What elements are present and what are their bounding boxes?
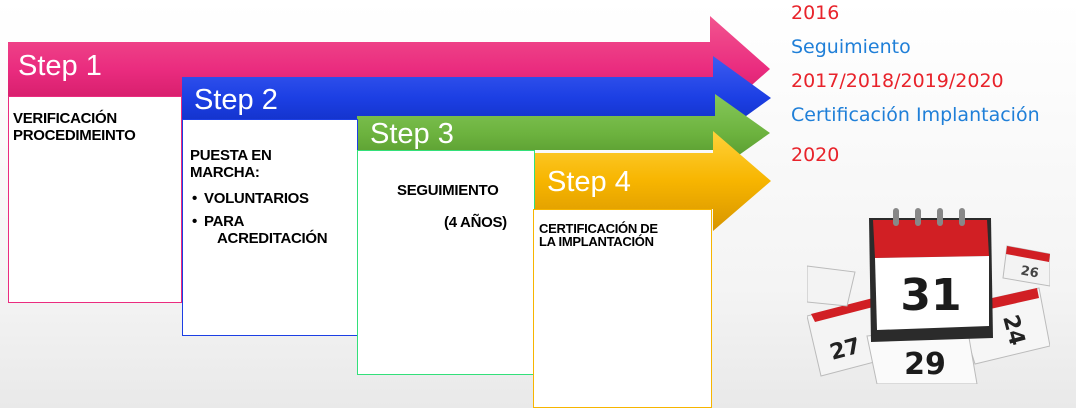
step-2-label: Step 2	[194, 84, 278, 116]
timeline-item: Seguimiento	[791, 36, 911, 58]
step-2-box: PUESTA EN MARCHA: VOLUNTARIOS PARA ACRED…	[182, 119, 358, 336]
step-3-label: Step 3	[370, 118, 454, 150]
step-2-line-1: PUESTA EN	[190, 147, 272, 164]
calendar-icon: 31 29 27 24 26	[807, 208, 1050, 384]
step-4-arrow	[533, 131, 771, 231]
step-1-line-2: PROCEDIMEINTO	[13, 127, 136, 144]
calendar-main-day: 31	[900, 270, 961, 321]
step-2-bullet-2-continuation: ACREDITACIÓN	[217, 230, 328, 247]
step-4-box: CERTIFICACIÓN DE LA IMPLANTACIÓN	[533, 209, 712, 408]
timeline-item: 2017/2018/2019/2020	[791, 70, 1004, 92]
step-4-label: Step 4	[547, 166, 631, 198]
calendar-day: 26	[1019, 264, 1039, 282]
calendar-day: 29	[904, 347, 946, 382]
step-3-box: SEGUIMIENTO (4 AÑOS)	[357, 150, 535, 375]
timeline-item: 2020	[791, 144, 840, 166]
step-2-bullet-2: PARA	[192, 213, 245, 230]
step-2-line-2: MARCHA:	[190, 164, 260, 181]
step-3-line-1: SEGUIMIENTO	[397, 182, 499, 199]
timeline-item: 2016	[791, 2, 840, 24]
step-4-line-2: LA IMPLANTACIÓN	[539, 234, 654, 249]
step-1-box: VERIFICACIÓN PROCEDIMEINTO	[8, 96, 182, 303]
step-1-line-1: VERIFICACIÓN	[13, 110, 117, 127]
step-1-label: Step 1	[18, 50, 102, 82]
step-3-arrow	[357, 94, 770, 172]
step-3-line-2: (4 AÑOS)	[444, 214, 507, 231]
step-4-line-1: CERTIFICACIÓN DE	[539, 221, 658, 236]
timeline-item: Certificación Implantación	[791, 104, 1040, 126]
step-2-bullet-1: VOLUNTARIOS	[192, 190, 309, 207]
